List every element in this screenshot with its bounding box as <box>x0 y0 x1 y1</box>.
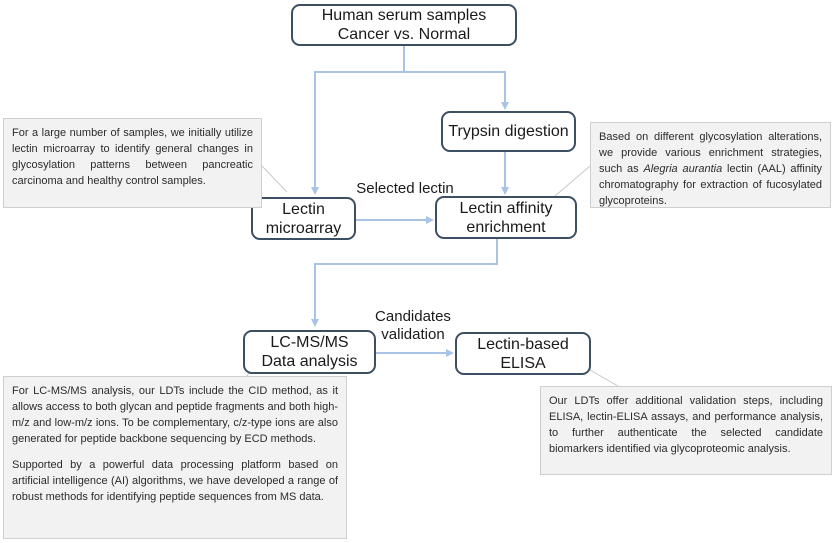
enrichment-note-species: Alegria aurantia <box>643 163 723 175</box>
lcms-box: LC-MS/MS Data analysis <box>243 330 376 374</box>
selected-lectin-label: Selected lectin <box>356 180 454 197</box>
microarray-note-text: For a large number of samples, we initia… <box>12 127 253 187</box>
pointer-line-enrichment-note <box>554 165 591 197</box>
lectin-microarray-box: Lectin microarray <box>251 197 356 240</box>
human-serum-box: Human serum samples Cancer vs. Normal <box>291 4 517 46</box>
arrow-serum-to-trypsin <box>404 71 509 110</box>
arrow-serum-to-microarray <box>311 46 405 195</box>
candidates-label-line2: validation <box>381 326 445 343</box>
lectin-elisa-line1: Lectin-based <box>477 335 569 353</box>
lectin-elisa-line2: ELISA <box>500 354 546 372</box>
enrichment-note: Based on different glycosylation alterat… <box>590 122 831 208</box>
lectin-microarray-line1: Lectin <box>282 200 325 218</box>
enrichment-note-text: Based on different glycosylation alterat… <box>599 129 822 209</box>
pointer-line-elisa-note <box>589 369 619 387</box>
elisa-note-text: Our LDTs offer additional validation ste… <box>549 395 823 455</box>
human-serum-line1: Human serum samples <box>321 7 487 24</box>
trypsin-digestion-box: Trypsin digestion <box>441 111 576 152</box>
microarray-note: For a large number of samples, we initia… <box>3 118 262 208</box>
lcms-line2: Data analysis <box>261 353 358 370</box>
elisa-note: Our LDTs offer additional validation ste… <box>540 386 832 475</box>
enrichment-note-pre: Based on different glycosylation alterat… <box>599 131 822 175</box>
arrow-affinity-to-lcms <box>311 239 498 327</box>
lcms-note-paragraph-2: Supported by a powerful data processing … <box>12 459 338 503</box>
candidates-validation-label: Candidates validation <box>368 308 458 344</box>
candidates-label-line1: Candidates <box>375 308 451 325</box>
lectin-affinity-line1: Lectin affinity <box>459 199 553 217</box>
lectin-microarray-line2: microarray <box>265 219 342 237</box>
lectin-affinity-line2: enrichment <box>466 218 546 236</box>
lcms-line1: LC-MS/MS <box>270 334 349 351</box>
lectin-elisa-box: Lectin-based ELISA <box>455 332 591 375</box>
lcms-note: For LC-MS/MS analysis, our LDTs include … <box>3 376 347 539</box>
human-serum-line2: Cancer vs. Normal <box>337 26 471 43</box>
lectin-affinity-box: Lectin affinity enrichment <box>435 196 577 239</box>
trypsin-digestion-label: Trypsin digestion <box>448 123 569 140</box>
pointer-line-microarray-note <box>261 165 288 193</box>
lcms-note-paragraph-1: For LC-MS/MS analysis, our LDTs include … <box>12 385 338 445</box>
enrichment-note-post: lectin (AAL) affinity chromatography for… <box>599 163 822 207</box>
